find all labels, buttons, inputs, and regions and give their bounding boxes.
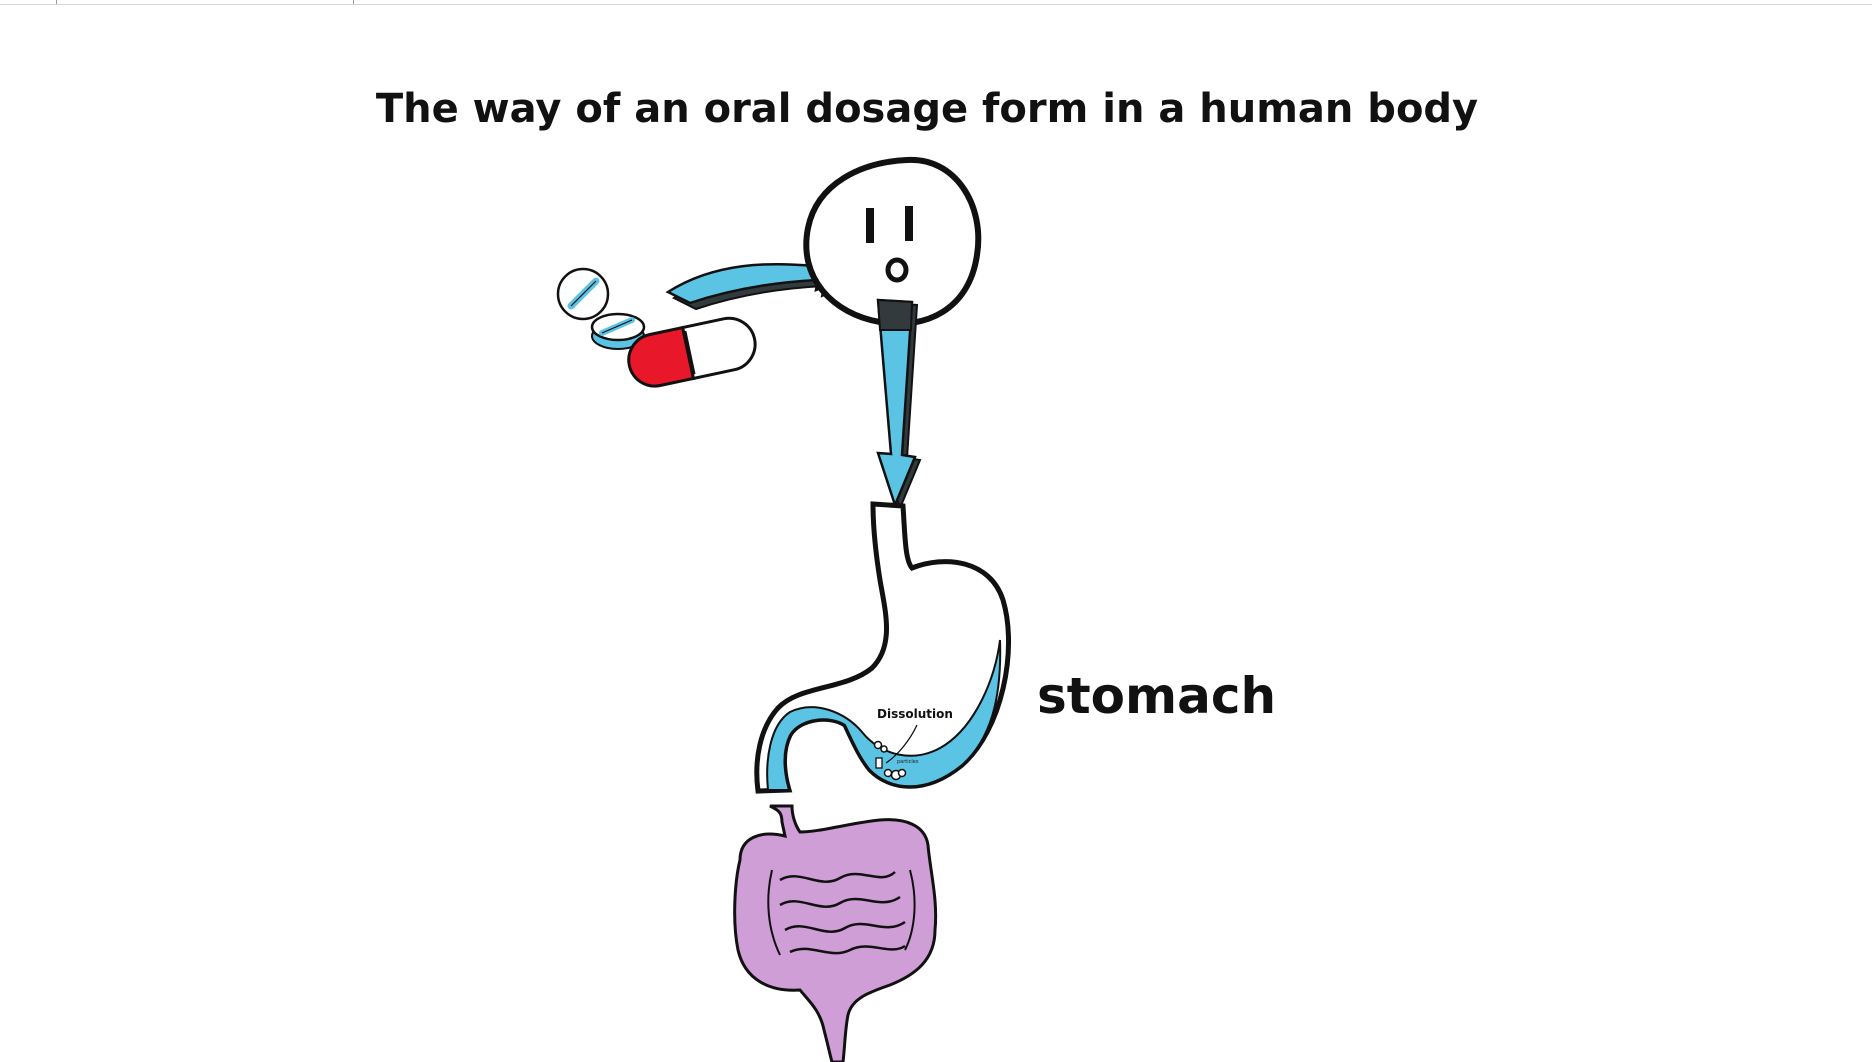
tablet-icon xyxy=(556,267,610,321)
stomach-icon xyxy=(754,501,1011,794)
dissolution-label: Dissolution xyxy=(877,707,953,721)
particles-label: particles xyxy=(897,759,919,765)
face-icon xyxy=(803,156,982,327)
intestine-icon xyxy=(733,804,938,1062)
top-divider xyxy=(0,4,1872,5)
stomach-label: stomach xyxy=(1037,667,1276,725)
diagram-title: The way of an oral dosage form in a huma… xyxy=(376,86,1478,132)
top-divider-tick xyxy=(353,0,354,4)
capsule-icon xyxy=(627,316,757,388)
tablet-icon xyxy=(590,312,646,350)
arrow-down-icon xyxy=(876,298,922,511)
top-divider-tick xyxy=(56,0,57,4)
